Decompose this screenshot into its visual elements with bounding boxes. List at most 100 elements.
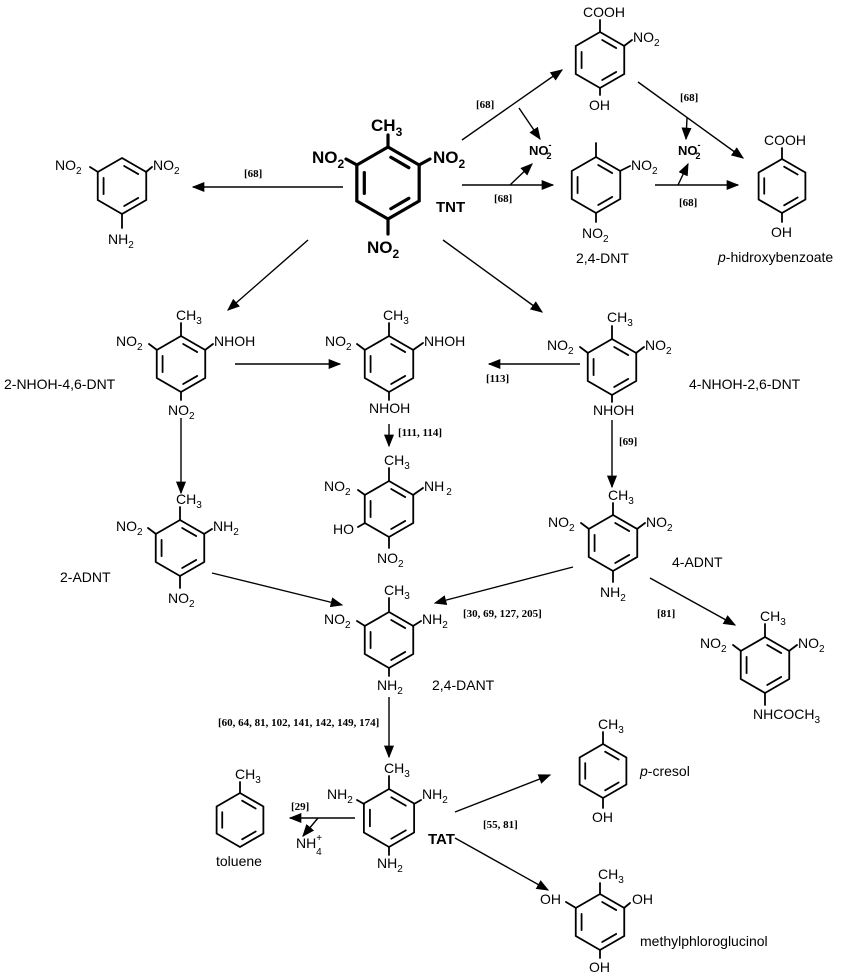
nhoh2-molecule	[155, 334, 207, 394]
arrow-tnt-to-nhoh2	[227, 239, 309, 311]
ref-68-top-right: [68]	[680, 92, 698, 104]
toluene-ring	[215, 791, 265, 849]
double-bond-line	[783, 165, 799, 176]
arrow-tnt-to-nhoh4	[442, 239, 544, 313]
dnt24-molecule	[570, 155, 622, 215]
adnt4-nitro-right: NO2	[646, 514, 673, 534]
tat-ring	[362, 787, 416, 849]
double-bond-line	[766, 676, 783, 686]
phloroglucinol-methyl: CH3	[598, 866, 624, 886]
dihydroxylamino-molecule	[363, 334, 415, 394]
hydroxybenzoate-hydroxyl: OH	[771, 224, 792, 240]
nitrobenzoic-carboxyl: COOH	[583, 4, 625, 20]
double-bond-line	[604, 781, 620, 792]
nhoh2-nitro-bottom: NO2	[168, 402, 195, 422]
double-bond-line	[241, 799, 257, 810]
ref-68-left: [68]	[244, 168, 262, 180]
nitrite-label-2: NO-2	[678, 140, 701, 161]
arrow-adnt2-to-dant	[211, 572, 344, 608]
tat-amino-right: NH2	[422, 786, 448, 806]
dant24-methyl: CH3	[384, 582, 410, 602]
adnt2-molecule	[154, 518, 206, 578]
double-bond-line	[389, 155, 411, 170]
cresol-name: p-cresol	[639, 763, 690, 779]
double-bond-line	[601, 933, 618, 943]
nhoh4-methyl: CH3	[607, 309, 633, 329]
tnt-nitro-right: NO2	[433, 148, 466, 171]
nitrobenzoic-molecule	[574, 30, 626, 90]
adnt4-name: 4-ADNT	[672, 554, 723, 570]
nhoh4-ring	[586, 337, 638, 397]
phloroglucinol-ring	[574, 892, 626, 952]
substituent-bonds	[89, 19, 798, 959]
nhoh4-hydroxylamino: NHOH	[593, 402, 634, 418]
adnt2-methyl: CH3	[176, 491, 202, 511]
phloroglucinol-hydroxyl-right: OH	[632, 891, 653, 907]
nhoh2-ring	[155, 334, 207, 394]
double-bond-line	[597, 164, 614, 174]
nitrobenzoic-nitro: NO2	[633, 29, 660, 49]
acetamido-group: NHCOCH3	[753, 706, 820, 726]
adnt4-methyl: CH3	[608, 487, 634, 507]
nhoh4-nitro-right: NO2	[645, 337, 672, 357]
arrow-nitrite-branch-3	[677, 162, 689, 186]
nitrobenzoic-ring	[574, 30, 626, 90]
dnt24-ring	[570, 155, 622, 215]
acetamido-molecule	[739, 635, 791, 695]
arrow-nitrite-branch-2	[681, 117, 692, 141]
arrow-tnt-to-nitrobenzoic	[461, 69, 564, 141]
adnt2-nitro-bottom: NO2	[168, 590, 195, 610]
tnt-nitro-bottom: NO2	[367, 238, 400, 261]
dihydroxylamino-hydroxylamino-right: NHOH	[424, 333, 465, 349]
nitrobenzoic-hydroxyl: OH	[589, 97, 610, 113]
arrow-ammonium-branch	[302, 817, 319, 837]
arrow-nitrite-branch-1	[518, 107, 541, 141]
arrow-tat-to-phloroglucinol	[454, 837, 550, 891]
double-bond-line	[390, 651, 407, 661]
dant24-amino-right: NH2	[422, 611, 448, 631]
acetamido-nitro-right: NO2	[798, 635, 825, 655]
tat-name: TAT	[428, 831, 455, 848]
tnt-nitro-left: NO2	[312, 148, 345, 171]
nhoh2-hydroxylamino: NHOH	[214, 333, 255, 349]
double-bond-line	[390, 488, 407, 498]
ref-81: [81]	[657, 608, 675, 620]
double-bond-line	[601, 39, 618, 49]
dihydroxylamino-hydroxylamino-bottom: NHOH	[369, 400, 410, 416]
double-bond-line	[389, 196, 411, 211]
double-bond-line	[182, 343, 199, 353]
dihydroxylamino-nitro: NO2	[325, 333, 352, 353]
acetamido-methyl: CH3	[760, 608, 786, 628]
dant24-nitro: NO2	[324, 611, 351, 631]
adnt2-name: 2-ADNT	[60, 569, 111, 585]
ref-68-mid: [68]	[494, 193, 512, 205]
hydroxybenzoate-ring	[757, 157, 807, 215]
arrow-tat-to-cresol	[454, 774, 552, 813]
phenolic-nitro-left: NO2	[324, 478, 351, 498]
double-bond-line	[390, 343, 407, 353]
ref-69: [69]	[619, 436, 637, 448]
nhoh2-name: 2-NHOH-4,6-DNT	[4, 376, 116, 392]
adnt2-ring	[154, 518, 206, 578]
phenolic-ring	[363, 479, 415, 539]
tat-molecule	[362, 787, 416, 849]
double-bond-line	[182, 375, 199, 385]
tnt-ring	[355, 145, 421, 221]
toluene-methyl: CH3	[235, 766, 261, 786]
acetamido-nitro-left: NO2	[700, 635, 727, 655]
ref-68-right: [68]	[679, 197, 697, 209]
dihydroxylamino-ring	[363, 334, 415, 394]
phenolic-molecule	[363, 479, 415, 539]
toluene-name: toluene	[216, 853, 262, 869]
arrow-nitrobenzoic-to-hydroxybenzoate	[637, 81, 745, 159]
double-bond-line	[613, 346, 630, 356]
arrow-nitrite-branch-dnt	[509, 163, 533, 186]
cresol-ring	[578, 742, 628, 800]
adnt4-ring	[587, 513, 639, 573]
ref-30-69-127-205: [30, 69, 127, 205]	[463, 608, 542, 620]
hydroxybenzoate-molecule	[757, 157, 807, 215]
toluene-molecule	[215, 791, 265, 849]
acetamido-ring	[739, 635, 791, 695]
